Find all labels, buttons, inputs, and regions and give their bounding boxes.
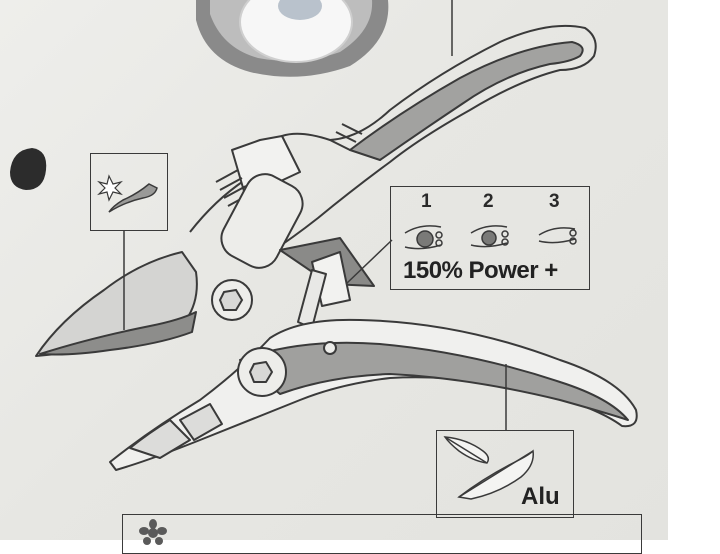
step-number: 2 — [483, 191, 494, 212]
upper-handle — [189, 24, 597, 269]
hanger-hole — [196, 0, 389, 77]
material-label: Alu — [521, 483, 560, 510]
pivot-bolt — [211, 279, 253, 321]
feather-icon — [443, 436, 534, 500]
power-label: 150% Power + — [403, 257, 558, 284]
logo-flower-icon — [139, 519, 167, 545]
leader-lines — [123, 0, 507, 430]
lower-handle — [109, 318, 638, 471]
spring-mechanism — [279, 237, 375, 329]
cutting-stage-icon — [404, 225, 577, 250]
step-number: 1 — [421, 191, 432, 212]
spark-cut-icon — [97, 174, 158, 213]
material-callout: Alu — [436, 430, 574, 518]
background-strip — [668, 0, 720, 540]
spark-callout — [90, 153, 168, 231]
brand-panel — [122, 514, 642, 554]
side-hole — [10, 148, 47, 190]
pruning-shears-illustration — [10, 0, 638, 471]
step-number: 3 — [549, 191, 560, 212]
power-callout: 1 2 3 150% Power + — [390, 186, 590, 290]
blade — [35, 251, 198, 357]
